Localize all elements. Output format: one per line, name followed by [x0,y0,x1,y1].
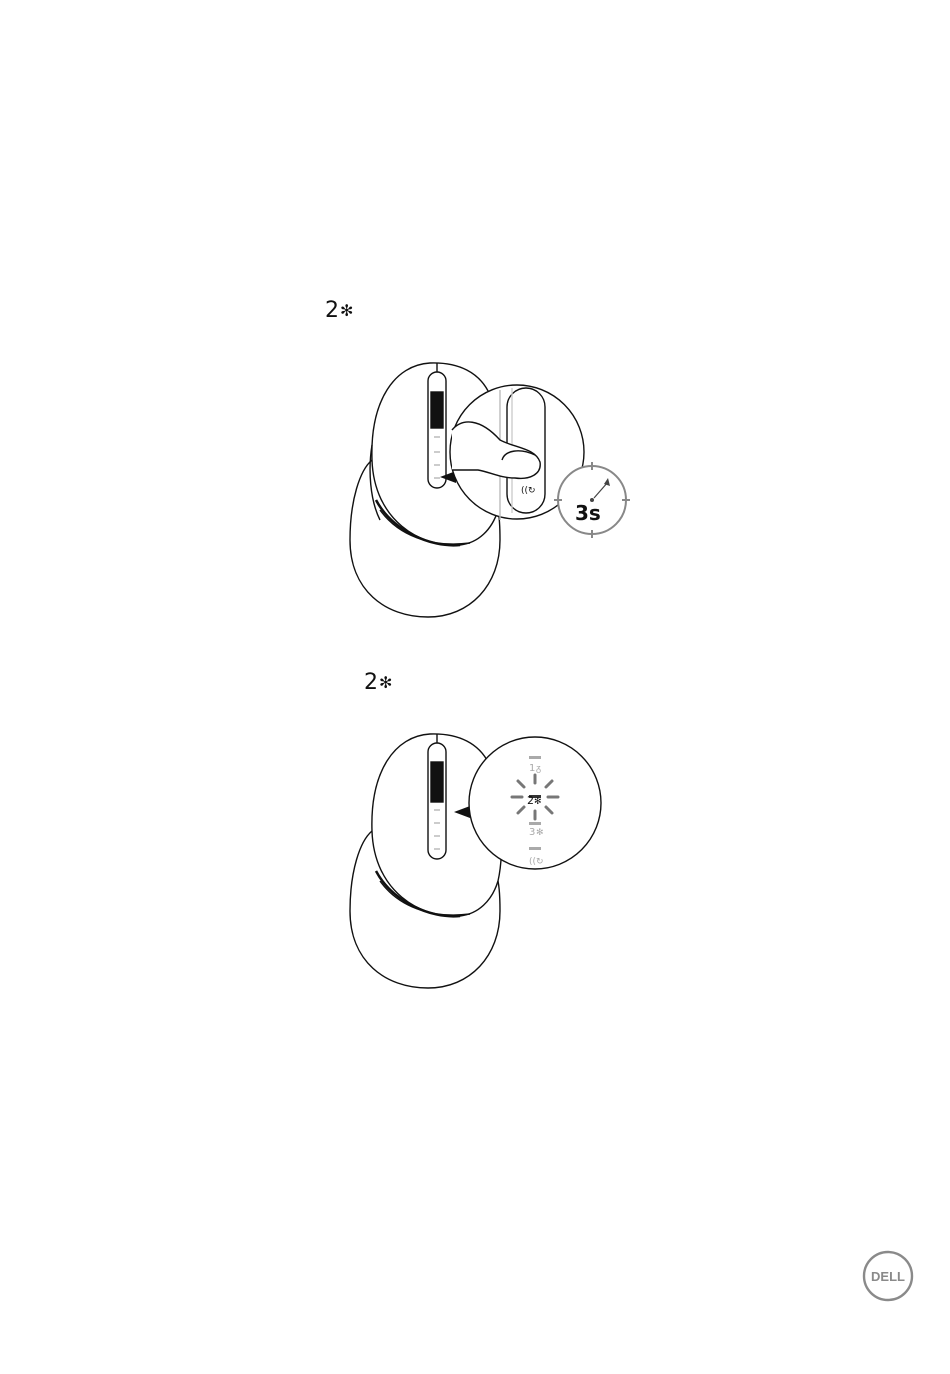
dell-logo-text: DELL [862,1250,914,1302]
led-2-label: 2 [527,794,534,807]
pairing-icon: ((↻ [529,857,544,867]
led-3 [529,822,541,825]
callout-pointer [454,806,470,818]
led-pairing [529,847,541,850]
led-3-label: 3 [529,827,535,838]
bluetooth-icon: ✻ [536,828,544,838]
mouse-led-marks [434,810,440,849]
led-1-label: 1 [529,763,535,774]
dongle-icon: ᵹ [536,764,541,774]
led-1 [529,756,541,759]
bluetooth-icon: ✻ [534,797,542,807]
